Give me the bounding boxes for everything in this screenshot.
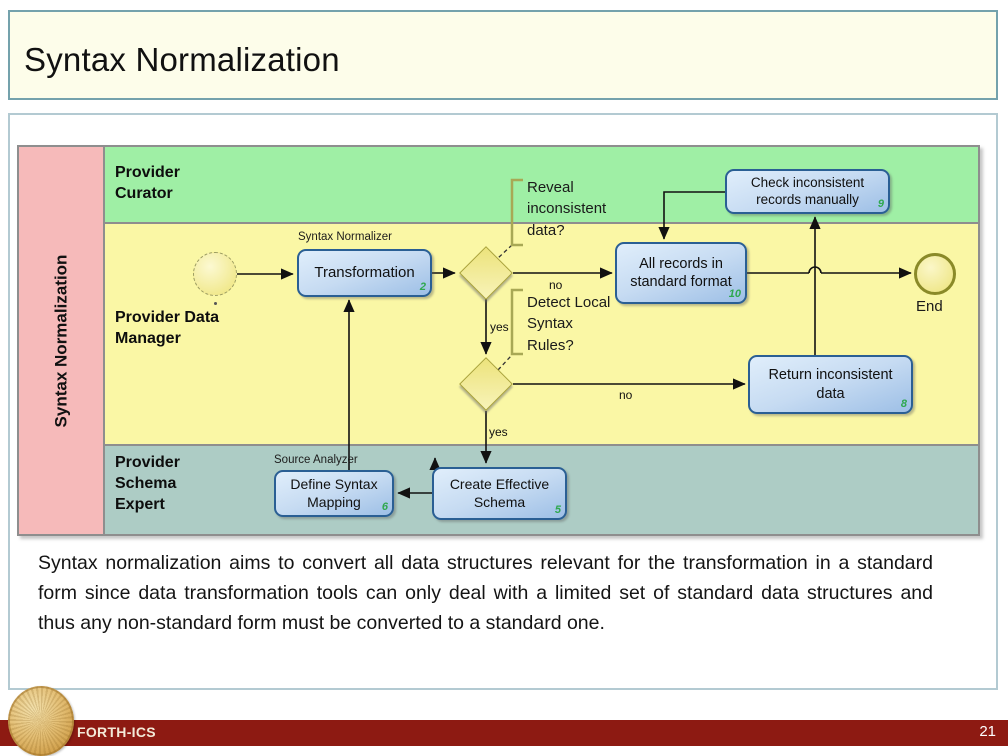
- start-event-label-dot: [214, 302, 217, 305]
- start-event: [193, 252, 237, 296]
- task-number: 8: [900, 398, 907, 411]
- lane-title-provider-data-manager: Provider Data Manager: [115, 309, 220, 348]
- task-return-inconsistent-data: Return inconsistent data 8: [748, 355, 913, 414]
- flow-label-no-2: no: [619, 388, 633, 402]
- task-check-inconsistent-records: Check inconsistent records manually 9: [725, 169, 890, 214]
- sequence-flow-connectors: [237, 178, 912, 499]
- tag-syntax-normalizer: Syntax Normalizer: [298, 231, 392, 243]
- phaistos-disc-logo: [8, 686, 74, 756]
- flow-label-yes-2: yes: [489, 425, 508, 439]
- flow-label-yes-1: yes: [490, 320, 509, 334]
- annotation-detect-local-syntax-rules: Detect Local Syntax Rules?: [527, 294, 611, 354]
- end-event-label: End: [916, 298, 943, 315]
- task-transformation: Transformation 2: [297, 249, 432, 297]
- lane-title-provider-schema-expert: Provider Schema Expert: [115, 454, 180, 514]
- flow-label-no-1: no: [549, 278, 563, 292]
- task-number: 9: [877, 198, 884, 211]
- task-create-effective-schema: Create Effective Schema 5: [432, 467, 567, 520]
- task-all-records-standard-format: All records in standard format 10: [615, 242, 747, 304]
- bpmn-diagram: Syntax Normalization Provider Curator Pr…: [17, 145, 980, 536]
- footer-org-label: FORTH-ICS: [77, 724, 156, 740]
- annotation-reveal-inconsistent-data: Reveal inconsistent data?: [527, 179, 607, 239]
- page-title: Syntax Normalization: [24, 41, 340, 78]
- task-number: 6: [381, 501, 388, 514]
- task-label: Return inconsistent data: [768, 367, 893, 402]
- task-label: All records in standard format: [630, 255, 732, 290]
- tag-source-analyzer: Source Analyzer: [274, 454, 358, 466]
- lane-title-provider-curator: Provider Curator: [115, 164, 180, 203]
- pool-label-lane: Syntax Normalization: [19, 147, 105, 534]
- task-number: 5: [554, 504, 561, 517]
- task-label: Transformation: [314, 263, 415, 281]
- task-number: 2: [419, 281, 426, 294]
- task-define-syntax-mapping: Define Syntax Mapping 6: [274, 470, 394, 517]
- end-event: [914, 253, 956, 295]
- task-label: Define Syntax Mapping: [290, 476, 378, 510]
- title-box: Syntax Normalization: [8, 10, 998, 100]
- page-number: 21: [979, 723, 996, 740]
- task-label: Create Effective Schema: [449, 476, 550, 510]
- task-label: Check inconsistent records manually: [750, 174, 865, 207]
- footer-bar: [0, 720, 1008, 746]
- task-number: 10: [728, 288, 741, 301]
- body-paragraph: Syntax normalization aims to convert all…: [38, 552, 933, 635]
